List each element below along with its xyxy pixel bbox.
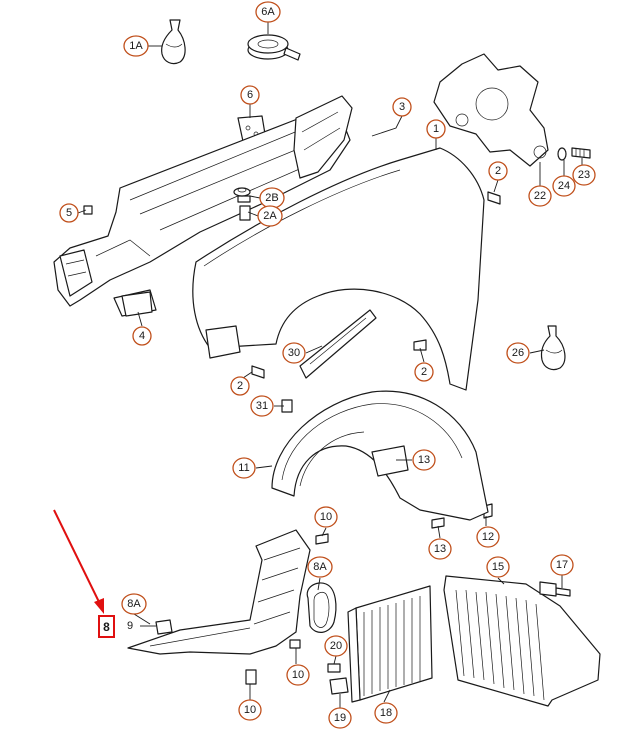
sealant-bag-part (161, 19, 186, 65)
callout-label: 4 (139, 330, 145, 342)
callout-8A-right[interactable]: 8A (307, 556, 333, 578)
callout-8A-left[interactable]: 8A (121, 593, 147, 615)
seal-ring-part (306, 582, 337, 633)
callout-label: 26 (512, 347, 524, 359)
callout-12[interactable]: 12 (476, 526, 500, 548)
callout-19[interactable]: 19 (328, 707, 352, 729)
callout-2B[interactable]: 2B (259, 187, 285, 209)
callout-6A[interactable]: 6A (255, 1, 281, 23)
mount-bracket-part (433, 53, 549, 167)
callout-label: 1 (433, 123, 439, 135)
callout-4[interactable]: 4 (132, 326, 152, 346)
callout-label: 10 (320, 511, 332, 523)
seal-strip-part (299, 309, 377, 379)
callout-5[interactable]: 5 (59, 203, 79, 223)
small-bracket-part (121, 291, 153, 317)
callout-9[interactable]: 9 (127, 620, 133, 632)
callout-label: 20 (330, 640, 342, 652)
callout-23[interactable]: 23 (572, 164, 596, 186)
callout-17[interactable]: 17 (550, 554, 574, 576)
callout-2-top[interactable]: 2 (488, 161, 508, 181)
callout-label: 10 (292, 669, 304, 681)
callout-20[interactable]: 20 (324, 635, 348, 657)
callout-label: 2B (265, 192, 278, 204)
callout-30[interactable]: 30 (282, 342, 306, 364)
highlight-arrow (53, 509, 104, 614)
callout-6[interactable]: 6 (240, 85, 260, 105)
callout-24[interactable]: 24 (552, 175, 576, 197)
callout-3[interactable]: 3 (392, 97, 412, 117)
callout-18[interactable]: 18 (374, 702, 398, 724)
sealant-bag-2-part (540, 325, 566, 371)
screw-part (83, 191, 571, 685)
callout-label: 13 (434, 543, 446, 555)
callout-label: 23 (578, 169, 590, 181)
callout-label: 17 (556, 559, 568, 571)
callout-2-mid-left[interactable]: 2 (230, 376, 250, 396)
callout-label: 2 (237, 380, 243, 392)
callout-13-bottom[interactable]: 13 (428, 538, 452, 560)
callout-1[interactable]: 1 (426, 119, 446, 139)
callout-10-bottom[interactable]: 10 (238, 699, 262, 721)
tape-roll-part (247, 34, 301, 61)
radiator-part (443, 575, 601, 707)
leader-lines (77, 22, 583, 708)
callout-label: 5 (66, 207, 72, 219)
callout-label: 24 (558, 180, 570, 192)
grommet-part (233, 187, 251, 197)
callout-label: 8A (127, 598, 141, 610)
callout-label: 2A (263, 210, 277, 222)
callout-26[interactable]: 26 (506, 342, 530, 364)
callout-label: 8A (313, 561, 327, 573)
callout-label: 8 (103, 620, 110, 634)
callout-label: 10 (244, 704, 256, 716)
callout-1A[interactable]: 1A (123, 35, 149, 57)
callout-label: 2 (495, 165, 501, 177)
callout-11[interactable]: 11 (232, 457, 256, 479)
front-liner-part (127, 529, 311, 655)
callout-31[interactable]: 31 (250, 395, 274, 417)
callout-label: 31 (256, 400, 268, 412)
callout-label: 6 (247, 89, 253, 101)
callout-label: 3 (399, 101, 405, 113)
callout-label: 15 (492, 561, 504, 573)
callout-2-mid-right[interactable]: 2 (414, 362, 434, 382)
callout-8-highlighted[interactable]: 8 (98, 615, 115, 638)
callout-label: 12 (482, 531, 494, 543)
callout-22[interactable]: 22 (528, 185, 552, 207)
callout-label: 30 (288, 347, 300, 359)
callout-label: 6A (261, 6, 275, 18)
callout-2A[interactable]: 2A (257, 205, 283, 227)
callout-label: 11 (238, 462, 249, 474)
callout-label: 9 (127, 620, 133, 632)
callout-10-mid[interactable]: 10 (286, 664, 310, 686)
callout-label: 13 (418, 454, 430, 466)
callout-label: 1A (129, 40, 143, 52)
radiator-panel-part (347, 585, 433, 703)
bolt-part (571, 147, 591, 159)
callout-label: 22 (534, 190, 546, 202)
callout-label: 2 (421, 366, 427, 378)
callout-10-top[interactable]: 10 (314, 506, 338, 528)
callout-13-top[interactable]: 13 (412, 449, 436, 471)
callout-label: 19 (334, 712, 346, 724)
fender-part (192, 147, 485, 391)
callout-15[interactable]: 15 (486, 556, 510, 578)
callout-label: 18 (380, 707, 392, 719)
washer-part (557, 147, 567, 161)
clip-part (329, 677, 349, 695)
wheel-housing-liner-part (271, 390, 489, 521)
